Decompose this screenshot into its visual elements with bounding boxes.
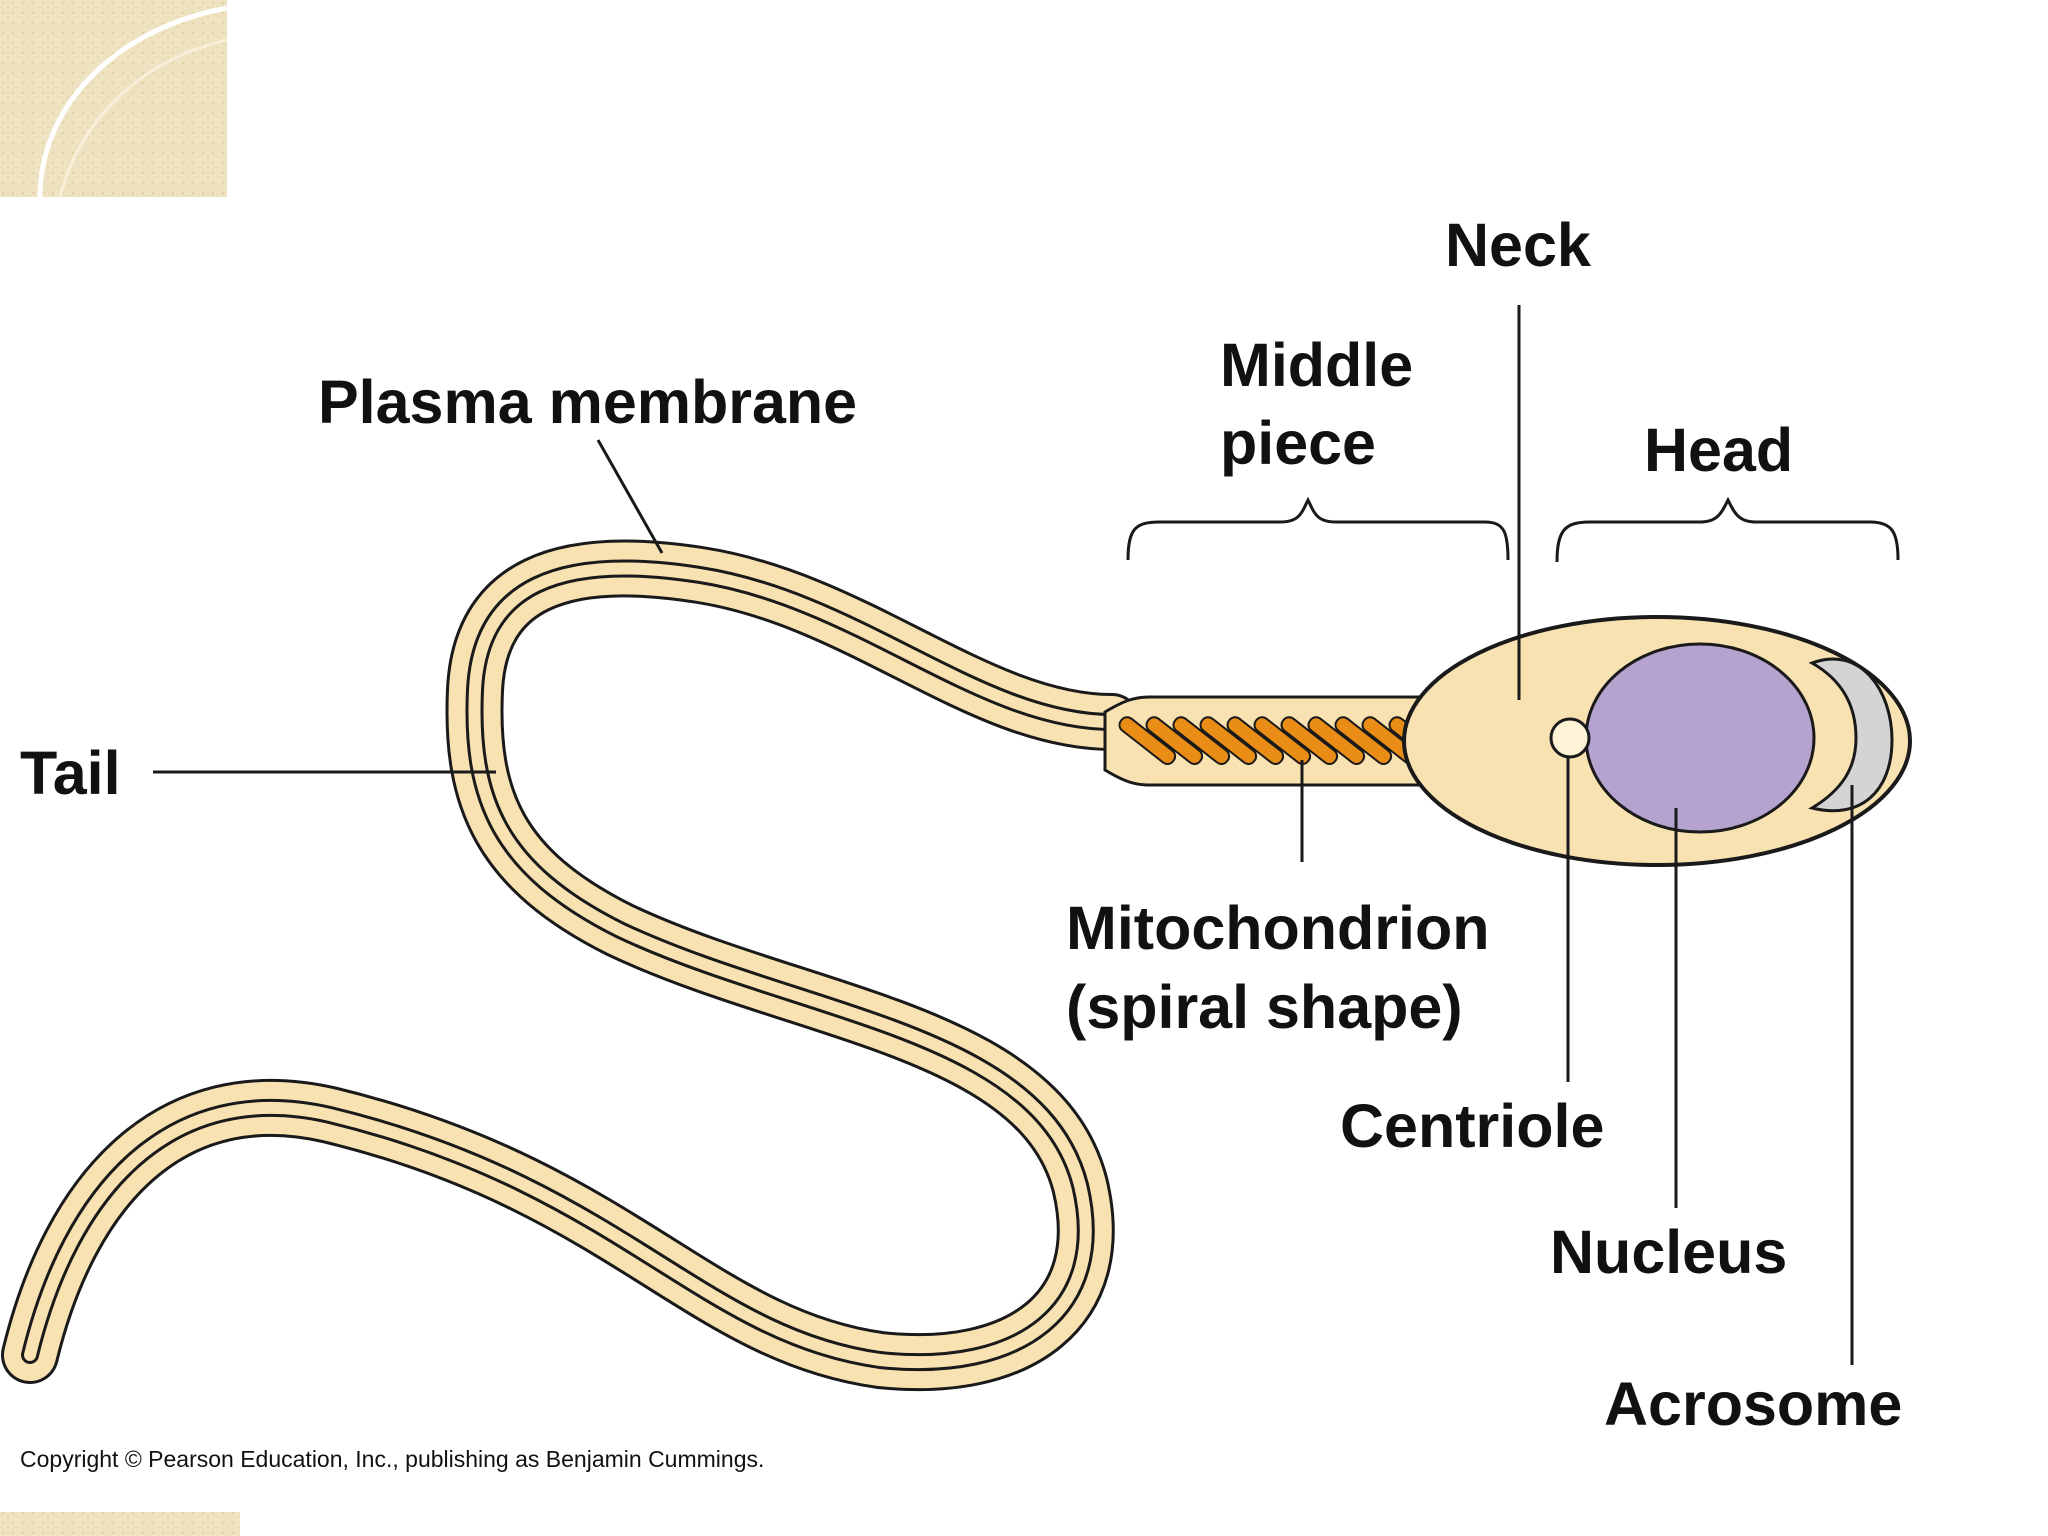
mitochondrion-segment — [1199, 716, 1258, 766]
mitochondrion-segment — [1307, 716, 1366, 766]
acrosome-shape — [1808, 657, 1894, 813]
mitochondrion-segment — [1118, 716, 1177, 766]
acrosome-label: Acrosome — [1604, 1370, 1903, 1438]
decorative-bottom-strip — [0, 1512, 240, 1536]
tail-shape — [1, 539, 1141, 1392]
middle-piece-label-line1: Middle — [1220, 331, 1414, 399]
nucleus-label: Nucleus — [1550, 1218, 1788, 1286]
middle-piece-bracket — [1126, 496, 1510, 561]
head-label: Head — [1644, 416, 1794, 484]
mitochondrion-segment — [1226, 716, 1285, 766]
plasma-membrane-label: Plasma membrane — [318, 368, 858, 436]
tail-label: Tail — [20, 739, 121, 807]
mitochondrion-segment — [1172, 716, 1231, 766]
mitochondrion-segment — [1280, 716, 1339, 766]
mitochondrion-segment — [1253, 716, 1312, 766]
neck-label: Neck — [1445, 211, 1591, 279]
centriole-shape — [1549, 717, 1591, 759]
plasma-membrane-leader — [596, 439, 664, 554]
mitochondrion-segment — [1334, 716, 1393, 766]
centriole-label: Centriole — [1340, 1092, 1605, 1160]
decorative-corner-tile — [0, 0, 228, 198]
head-shape — [1402, 615, 1912, 867]
head-bracket — [1555, 496, 1900, 563]
copyright-notice: Copyright © Pearson Education, Inc., pub… — [20, 1446, 765, 1472]
middle-piece-label-line2: piece — [1220, 409, 1376, 477]
mitochondrion-label-line2: (spiral shape) — [1066, 973, 1463, 1041]
mitochondrion-segment — [1145, 716, 1204, 766]
mitochondrion-label-line1: Mitochondrion — [1066, 894, 1490, 962]
nucleus-shape — [1584, 642, 1816, 834]
